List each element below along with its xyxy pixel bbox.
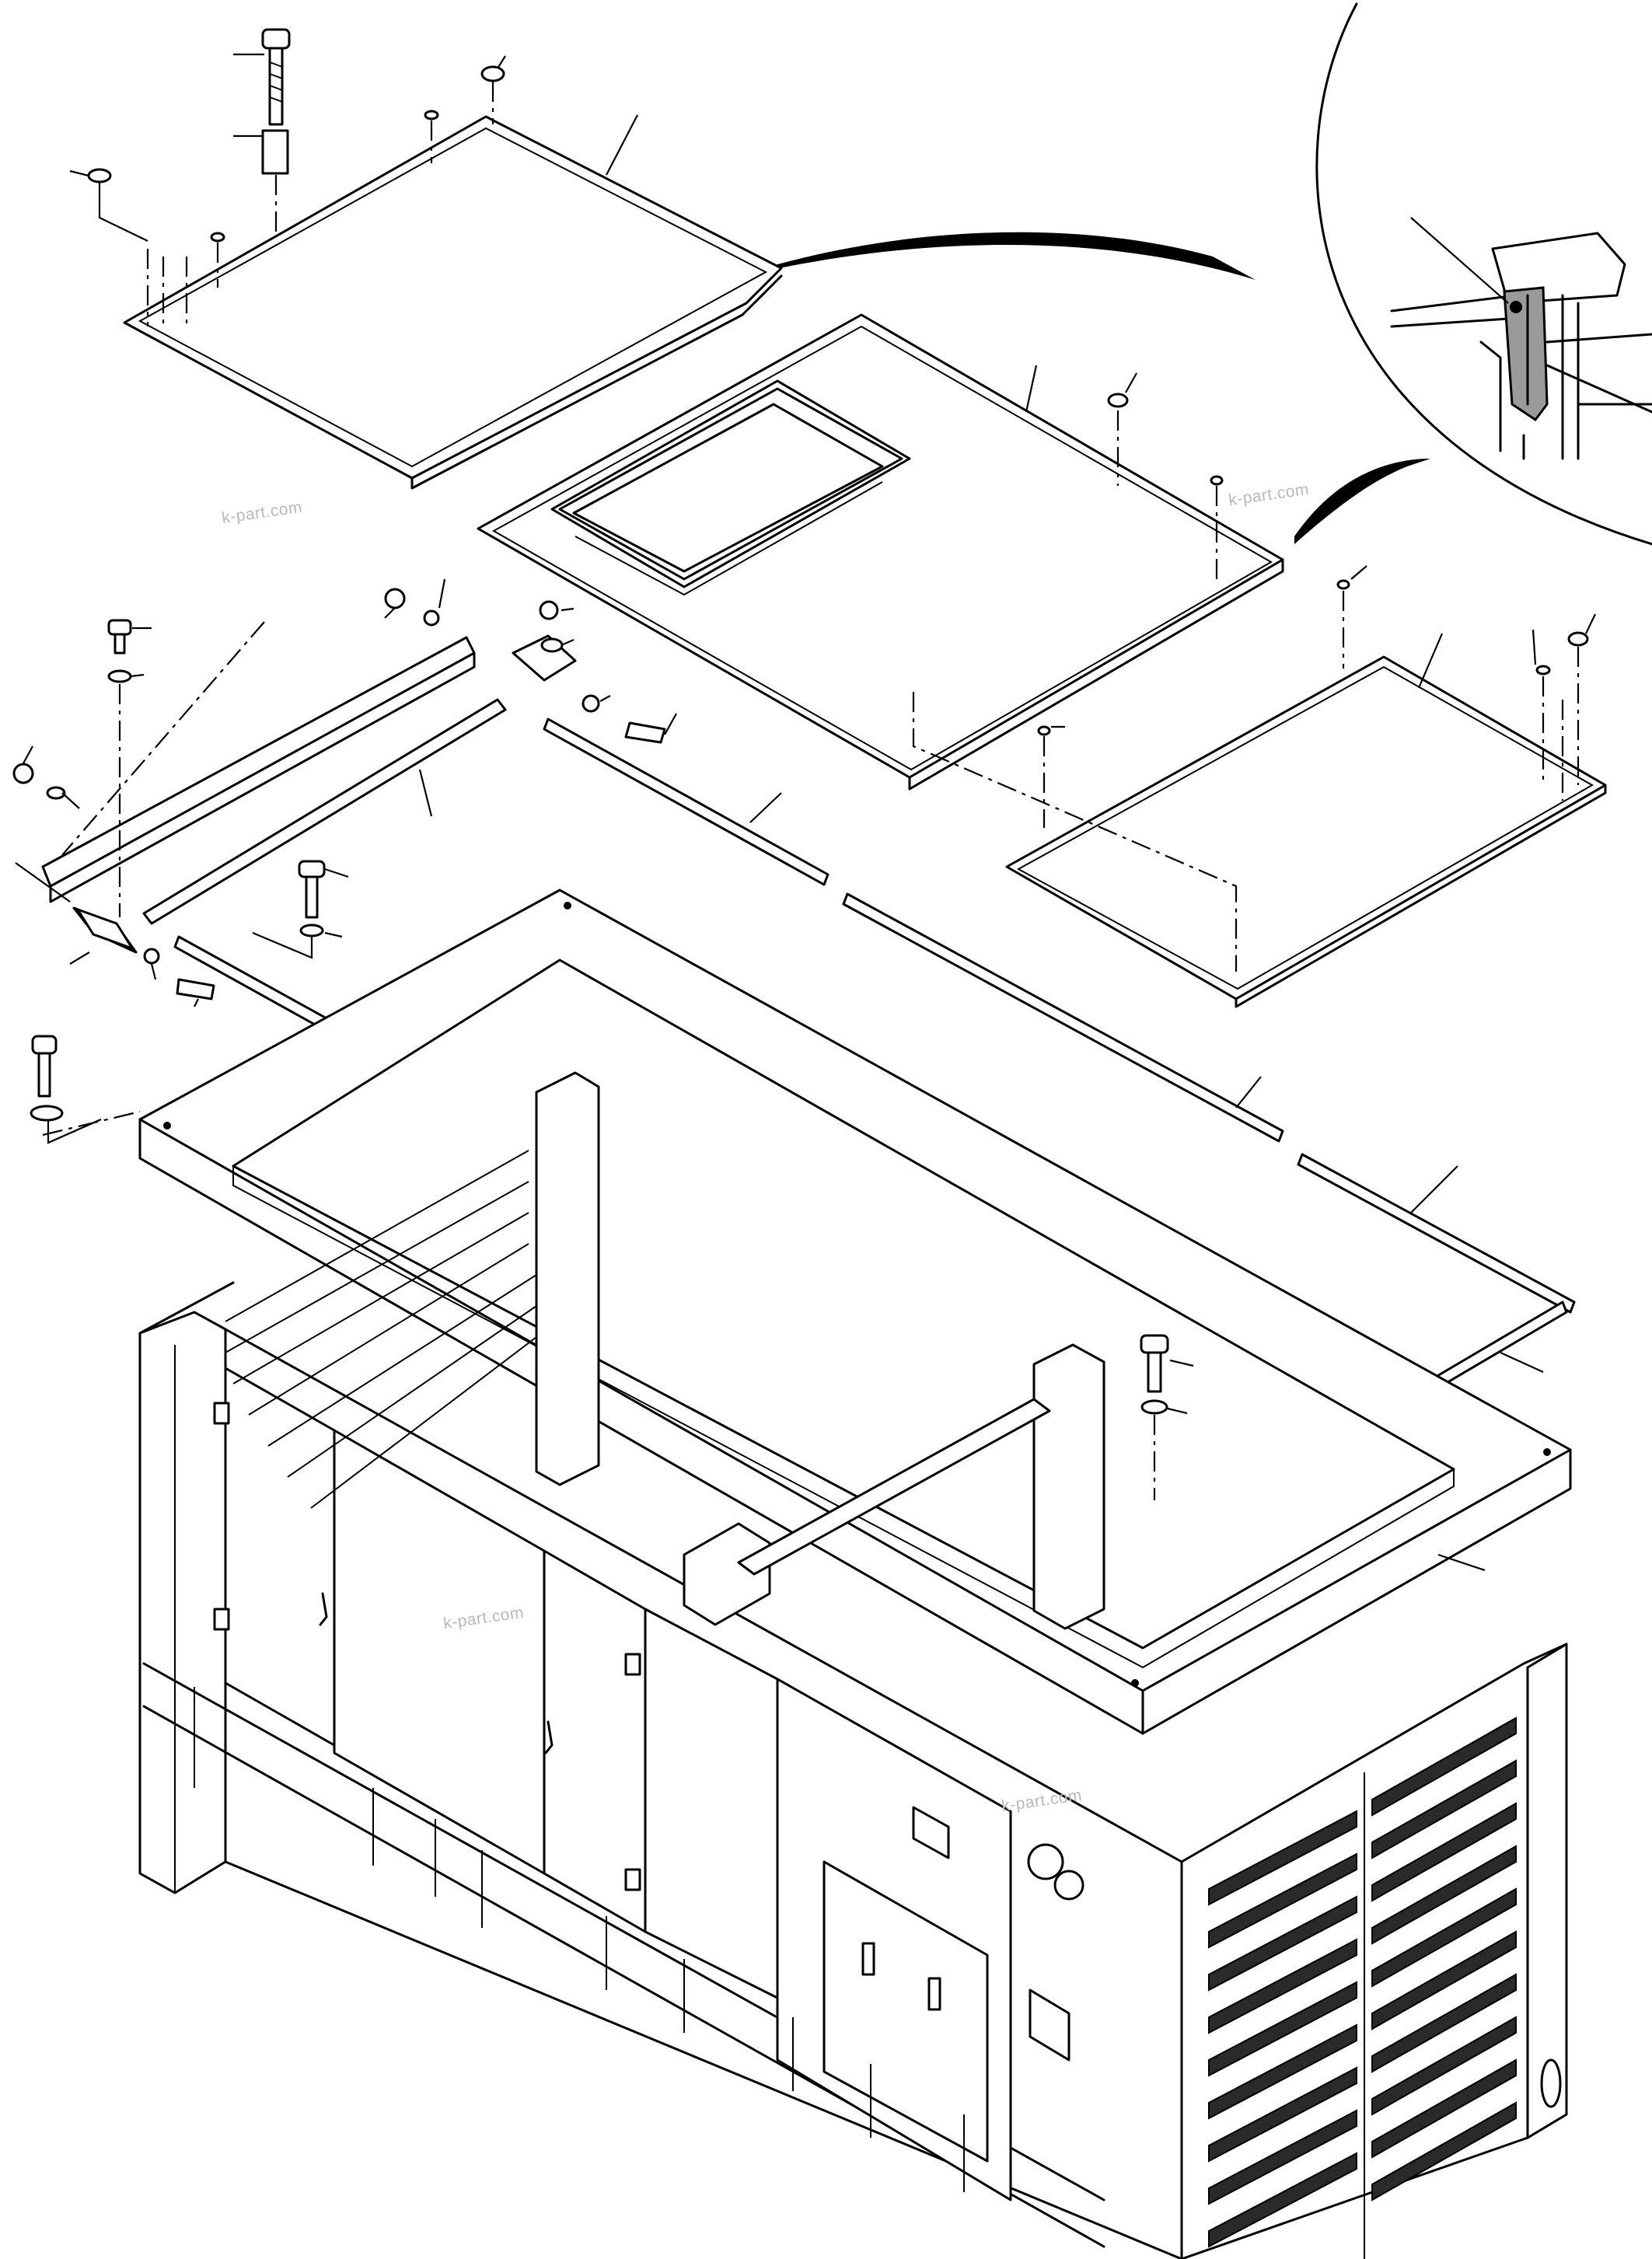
bolt-frame-right xyxy=(1140,1334,1194,1500)
side-rail-bracket xyxy=(12,578,677,1007)
bolt-frame-left xyxy=(30,1035,102,1144)
roof-panel-center xyxy=(477,313,1284,791)
bolt-top-left xyxy=(233,28,291,233)
bolt-left-rail xyxy=(107,619,152,917)
roof-panel-right xyxy=(912,565,1607,1008)
seal-cross-section xyxy=(1390,217,1652,460)
enclosure-body xyxy=(138,1071,1568,2259)
detail-magnifier xyxy=(727,2,1652,546)
nut-washer-left xyxy=(12,745,80,809)
plate-lower-left xyxy=(76,908,215,1007)
roof-panel-left xyxy=(123,114,783,490)
bolt-frame-center xyxy=(252,860,349,959)
small-fasteners-top-left xyxy=(69,55,506,326)
louver-blades xyxy=(1208,1716,1517,2248)
